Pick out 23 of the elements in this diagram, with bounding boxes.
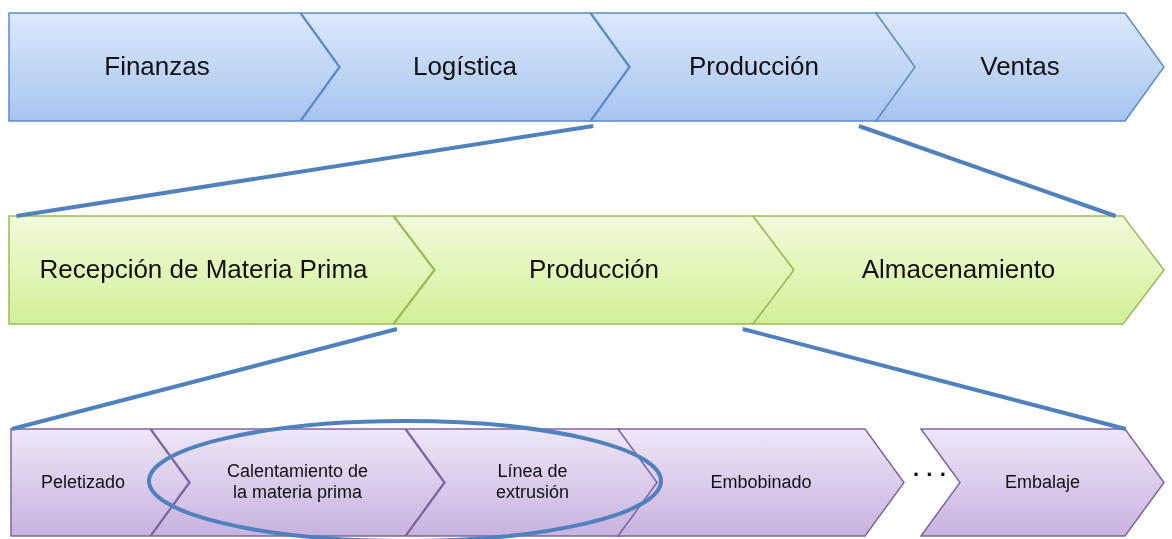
zoom-line (11, 327, 398, 431)
step-label: Producción (687, 51, 821, 83)
step-label: Logística (411, 51, 519, 83)
process-step (920, 428, 1165, 537)
process-step (875, 12, 1165, 122)
zoom-line (16, 124, 594, 218)
step-label: Finanzas (103, 51, 211, 83)
step-label: Ventas (979, 51, 1061, 83)
step-label: Embobinado (709, 471, 813, 494)
ellipsis-mark: · · · (911, 462, 949, 488)
step-label: Embalaje (1003, 471, 1081, 494)
process-step (8, 215, 435, 325)
process-step (8, 12, 340, 122)
step-label: Calentamiento de la materia prima (225, 460, 370, 505)
zoom-line (742, 327, 1127, 431)
process-step (300, 12, 630, 122)
step-label: Almacenamiento (860, 254, 1057, 286)
process-step (752, 215, 1165, 325)
step-label: Recepción de Materia Prima (38, 254, 369, 286)
process-step (150, 428, 445, 537)
process-step (617, 428, 905, 537)
step-label: Línea de extrusión (494, 460, 570, 505)
zoom-line (858, 124, 1117, 218)
